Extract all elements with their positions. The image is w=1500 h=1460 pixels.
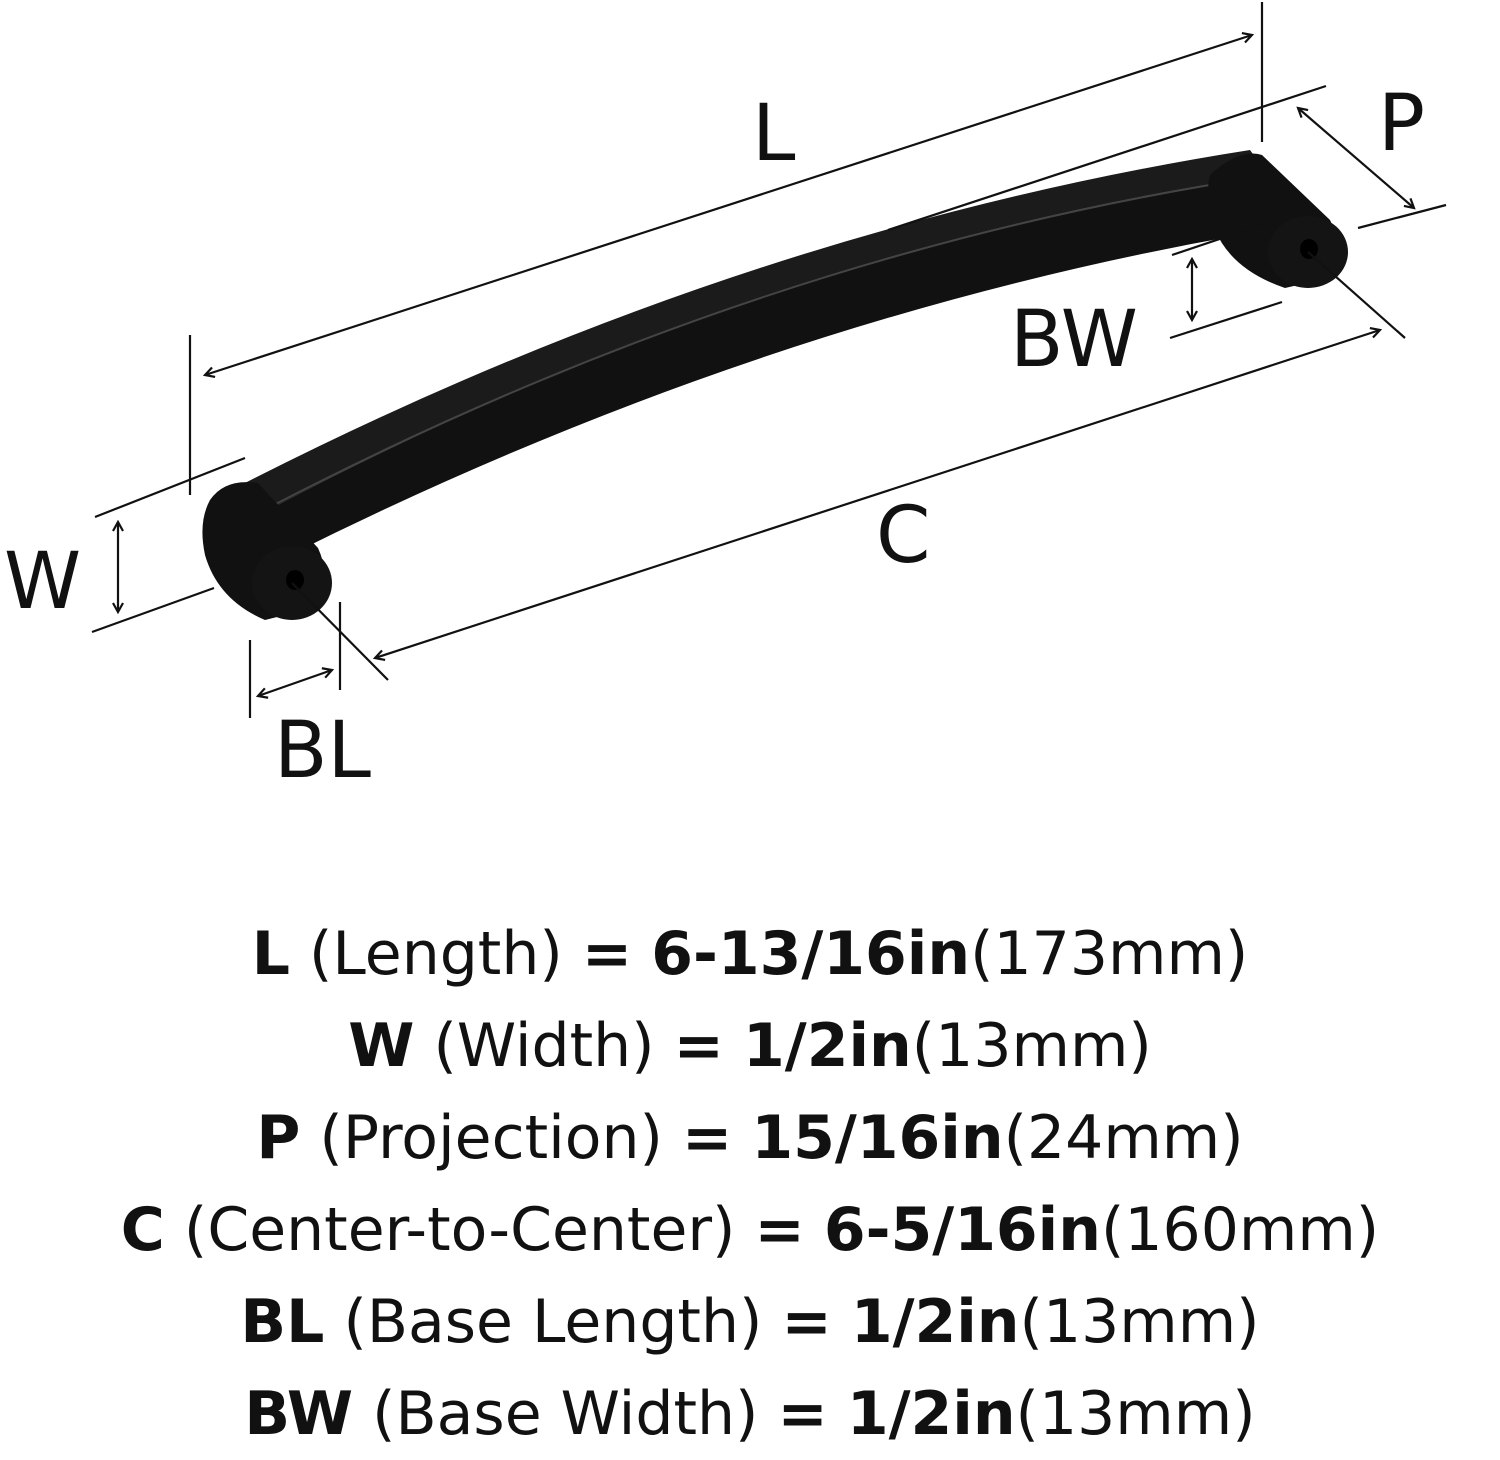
- spec-code: L: [251, 919, 290, 989]
- cabinet-pull-diagram: L P BW C W BL: [4, 2, 1447, 796]
- label-projection: P: [1378, 79, 1425, 169]
- spec-name: (Width): [433, 1011, 655, 1081]
- label-center: C: [876, 491, 930, 581]
- dimension-spec-list: L (Length) = 6-13/16in(173mm) W (Width) …: [0, 908, 1500, 1460]
- spec-metric: (24mm): [1003, 1103, 1244, 1173]
- spec-name: (Projection): [319, 1103, 663, 1173]
- spec-metric: (13mm): [1019, 1287, 1260, 1357]
- spec-code: P: [256, 1103, 301, 1173]
- dimension-lines: [91, 2, 1447, 718]
- pull-handle: [202, 150, 1348, 620]
- label-width: W: [4, 537, 81, 627]
- spec-code: BL: [240, 1287, 325, 1357]
- spec-equals: =: [682, 1103, 733, 1173]
- spec-imperial: 15/16in: [751, 1103, 1004, 1173]
- spec-equals: =: [754, 1195, 805, 1265]
- spec-row: P (Projection) = 15/16in(24mm): [0, 1092, 1500, 1184]
- spec-imperial: 1/2in: [743, 1011, 912, 1081]
- label-length: L: [752, 89, 796, 179]
- spec-metric: (13mm): [911, 1011, 1152, 1081]
- spec-metric: (13mm): [1015, 1379, 1256, 1449]
- spec-equals: =: [673, 1011, 724, 1081]
- spec-imperial: 6-13/16in: [651, 919, 971, 989]
- label-base-length: BL: [274, 706, 372, 796]
- spec-row: C (Center-to-Center) = 6-5/16in(160mm): [0, 1184, 1500, 1276]
- spec-name: (Base Width): [372, 1379, 759, 1449]
- spec-equals: =: [777, 1379, 828, 1449]
- spec-row: L (Length) = 6-13/16in(173mm): [0, 908, 1500, 1000]
- spec-name: (Base Length): [343, 1287, 763, 1357]
- spec-metric: (173mm): [970, 919, 1249, 989]
- spec-code: BW: [244, 1379, 354, 1449]
- spec-imperial: 6-5/16in: [823, 1195, 1101, 1265]
- spec-equals: =: [781, 1287, 832, 1357]
- spec-name: (Length): [309, 919, 563, 989]
- spec-imperial: 1/2in: [846, 1379, 1016, 1449]
- label-base-width: BW: [1010, 295, 1138, 385]
- spec-row: BL (Base Length) = 1/2in(13mm): [0, 1276, 1500, 1368]
- spec-row: BW (Base Width) = 1/2in(13mm): [0, 1368, 1500, 1460]
- spec-equals: =: [581, 919, 633, 989]
- spec-row: W (Width) = 1/2in(13mm): [0, 1000, 1500, 1092]
- spec-metric: (160mm): [1100, 1195, 1380, 1265]
- spec-code: C: [120, 1195, 165, 1265]
- spec-code: W: [348, 1011, 415, 1081]
- spec-imperial: 1/2in: [850, 1287, 1020, 1357]
- spec-name: (Center-to-Center): [183, 1195, 736, 1265]
